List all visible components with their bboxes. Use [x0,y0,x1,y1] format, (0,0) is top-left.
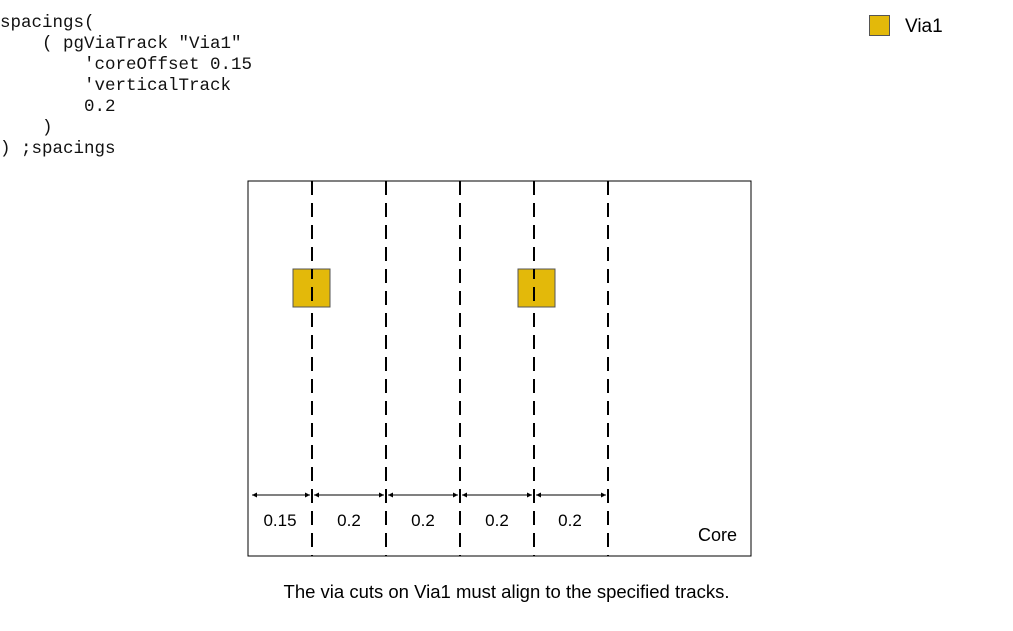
spacing-label: 0.15 [263,511,296,530]
code-line: 'verticalTrack [0,76,232,96]
code-line: 0.2 [0,97,116,117]
core-label: Core [698,525,737,545]
spacing-label: 0.2 [485,511,509,530]
code-line: ) ;spacings [0,139,116,159]
code-block: spacings( ( pgViaTrack "Via1" 'coreOffse… [0,13,252,160]
core-boundary [247,180,752,557]
legend-swatch-via1 [869,15,890,36]
legend-label: Via1 [905,16,943,37]
via-cut [517,268,556,308]
spacing-label: 0.2 [337,511,361,530]
code-line: 'coreOffset 0.15 [0,55,253,75]
code-line: ( pgViaTrack "Via1" [0,34,242,54]
spacing-label: 0.2 [411,511,435,530]
code-line: spacings( [0,13,95,33]
spacing-label: 0.2 [558,511,582,530]
code-line: ) [0,118,53,138]
caption: The via cuts on Via1 must align to the s… [283,581,730,602]
